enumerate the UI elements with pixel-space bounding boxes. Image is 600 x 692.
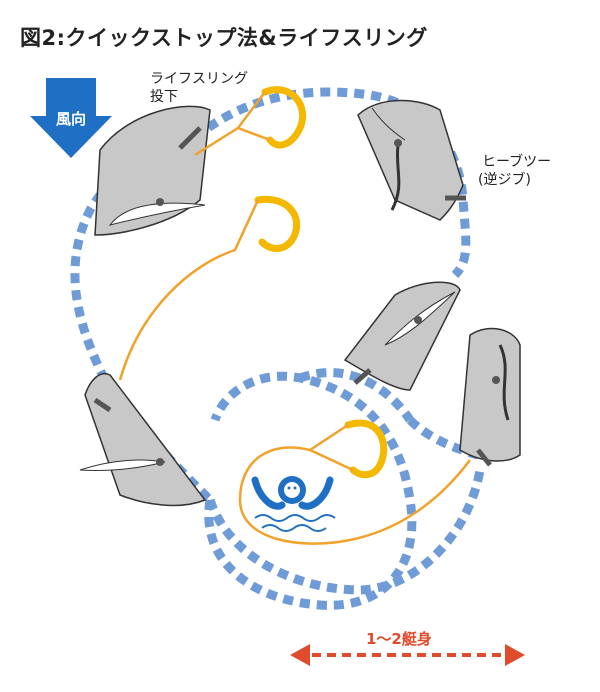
heave-to-label-line1: ヒーブツー <box>482 154 552 170</box>
boat-4 <box>79 373 207 507</box>
boat-5 <box>459 327 521 467</box>
lifesling-2-icon <box>118 195 301 381</box>
figure-title: 図2:クイックストップ法&ライフスリング <box>20 26 428 50</box>
person-overboard-icon <box>251 476 336 532</box>
boat-1 <box>94 105 211 236</box>
boat-2 <box>357 99 466 221</box>
lifesling-1-icon <box>194 86 307 157</box>
wind-arrow-icon <box>30 78 112 158</box>
lifesling-3-icon <box>238 419 471 545</box>
heave-to-label-line2: (逆ジブ) <box>478 172 531 188</box>
lifesling-drop-label-line1: ライフスリング <box>150 71 248 87</box>
wind-label: 風向 <box>55 110 86 128</box>
lifesling-drop-label-line2: 投下 <box>150 89 178 105</box>
boat-3 <box>343 281 461 391</box>
distance-arrow-icon <box>290 644 525 666</box>
course-path-inner <box>204 368 485 610</box>
distance-label: 1〜2艇身 <box>366 630 432 648</box>
